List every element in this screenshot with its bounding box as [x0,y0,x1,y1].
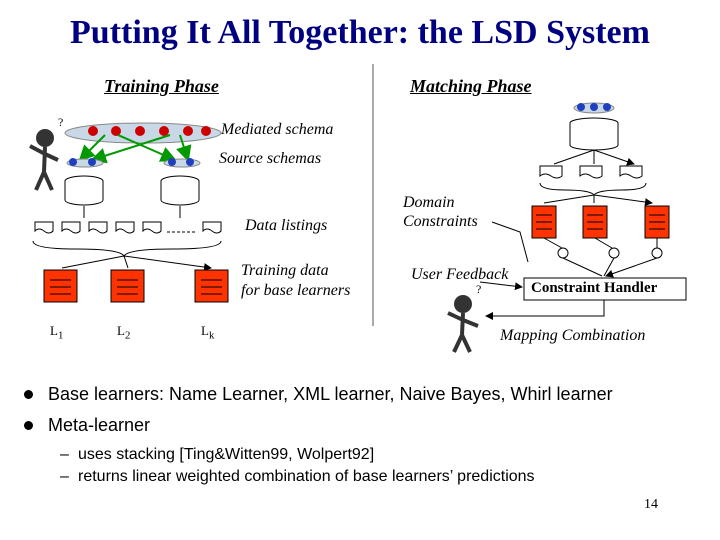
domain-constraints-label-line2: Constraints [403,213,478,230]
matching-learner-2 [582,205,608,239]
learner-box-1 [43,269,78,303]
sub-bullet-stacking: uses stacking [Ting&Witten99, Wolpert92] [60,446,712,464]
combiner-node-2 [608,247,620,259]
combiner-node-1 [557,247,569,259]
matching-database [569,117,619,151]
matching-learner-1 [531,205,557,239]
svg-text:?: ? [58,115,63,129]
source-database-2 [160,175,200,206]
training-user-icon: ? [29,115,63,191]
bullet-meta-learner: Meta-learner [22,415,712,436]
matching-target-schema [573,102,615,114]
constraint-handler-box [523,277,687,301]
matching-learner-3 [644,205,670,239]
page-number: 14 [644,497,658,512]
svg-text:?: ? [476,282,481,296]
source-schemas-label: Source schemas [219,150,322,167]
learner-label-2: L2 [117,323,131,342]
data-listings-label: Data listings [245,217,328,234]
learner-label-k: Lk [201,323,215,342]
learner-label-1: L1 [50,323,64,342]
mediated-schema-node [64,122,222,144]
source-database-1 [64,175,104,206]
data-listings-training [34,221,222,234]
user-feedback-label: User Feedback [411,266,509,283]
training-data-label-line2: for base learners [241,282,351,299]
mapping-combination-label: Mapping Combination [500,327,646,344]
learner-box-k [194,269,229,303]
domain-constraints-label-line1: Domain [403,194,455,211]
bullet-list: Base learners: Name Learner, XML learner… [22,384,712,490]
source-schema-2 [163,158,201,168]
learner-box-2 [110,269,145,303]
slide-title: Putting It All Together: the LSD System [70,14,650,51]
bullet-base-learners: Base learners: Name Learner, XML learner… [22,384,712,405]
training-data-label-line1: Training data [241,262,329,279]
combiner-node-3 [651,247,663,259]
data-listings-matching [539,165,643,179]
mediated-schema-label: Mediated schema [221,121,334,138]
source-schema-1 [66,158,104,168]
training-phase-label: Training Phase [104,76,219,96]
matching-phase-label: Matching Phase [410,76,532,96]
sub-bullet-weighted-combination: returns linear weighted combination of b… [60,468,712,486]
matching-user-icon: ? [447,282,481,353]
constraint-handler-label: Constraint Handler [531,280,658,296]
